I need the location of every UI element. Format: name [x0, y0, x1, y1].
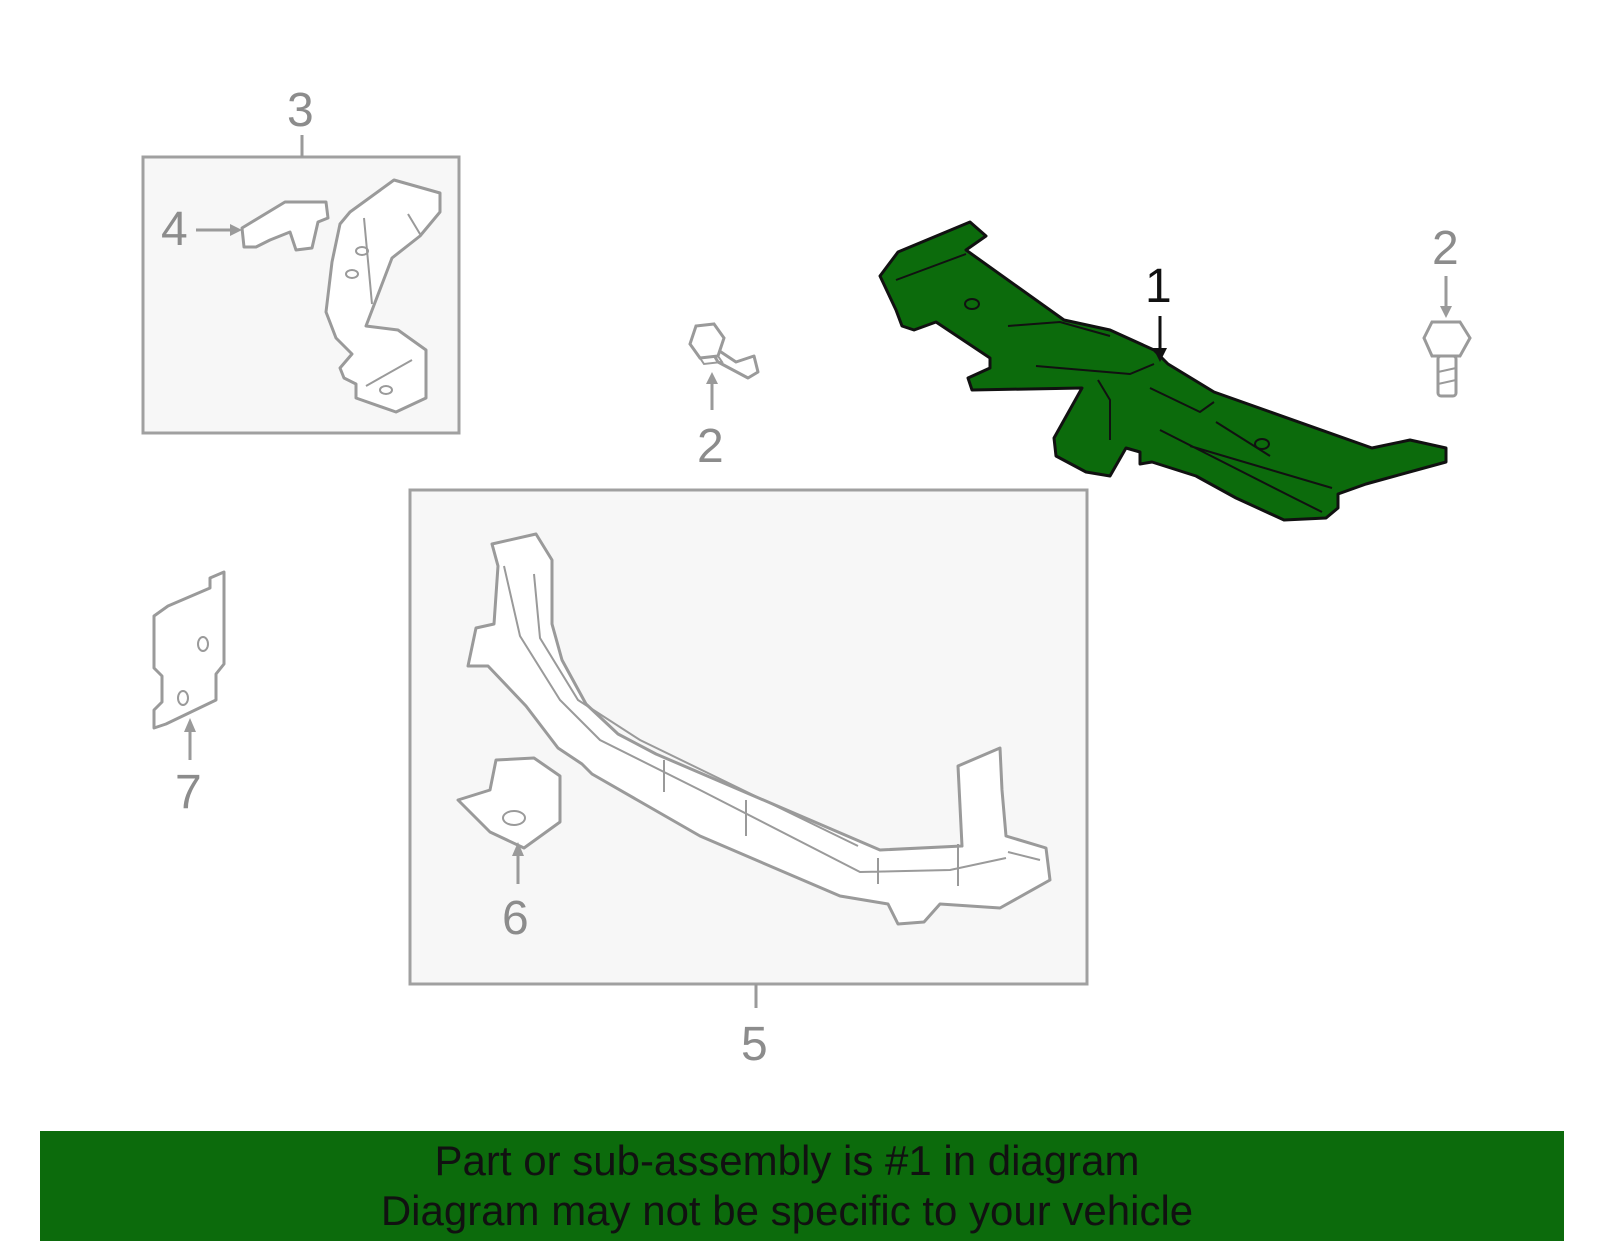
part-4-bracket[interactable]: [240, 200, 330, 252]
banner-line-2: Diagram may not be specific to your vehi…: [380, 1187, 1194, 1234]
banner-line-1: Part or sub-assembly is #1 in diagram: [434, 1137, 1140, 1184]
part-3-detail-lines: [363, 213, 421, 387]
part-6-arrowhead: [512, 842, 524, 856]
callout-2-center[interactable]: 2: [697, 420, 724, 473]
callout-4[interactable]: 4: [161, 203, 188, 256]
part-3-side-bracket[interactable]: [324, 178, 442, 414]
callout-5[interactable]: 5: [741, 1018, 768, 1071]
part-3-hole-b: [345, 269, 359, 279]
part-5-lower-crossmember[interactable]: [466, 532, 1052, 926]
callout-2-right[interactable]: 2: [1432, 222, 1459, 275]
part-2-center-arrowhead: [706, 372, 718, 384]
part-6-bracket[interactable]: [456, 756, 562, 850]
part-1-highlighted-support[interactable]: [878, 220, 1448, 522]
part-2-bolt-center[interactable]: [688, 322, 760, 380]
part-3-hole-c: [379, 385, 393, 395]
part-2-bolt-right[interactable]: [1422, 320, 1472, 398]
part-7-hole-a: [197, 636, 209, 652]
callout-3[interactable]: 3: [287, 84, 314, 137]
callout-6[interactable]: 6: [502, 892, 529, 945]
part-1-arrowhead: [1153, 348, 1167, 362]
part-7-plate[interactable]: [152, 570, 226, 730]
part-2-right-arrowhead: [1440, 306, 1452, 318]
part-7-hole-b: [177, 690, 189, 706]
callout-1[interactable]: 1: [1145, 260, 1172, 313]
part-6-hole: [502, 810, 526, 826]
part-4-arrowhead: [230, 224, 242, 236]
info-banner: Part or sub-assembly is #1 in diagram Di…: [40, 1131, 1564, 1241]
callout-7[interactable]: 7: [175, 766, 202, 819]
part-7-arrowhead: [184, 718, 196, 732]
